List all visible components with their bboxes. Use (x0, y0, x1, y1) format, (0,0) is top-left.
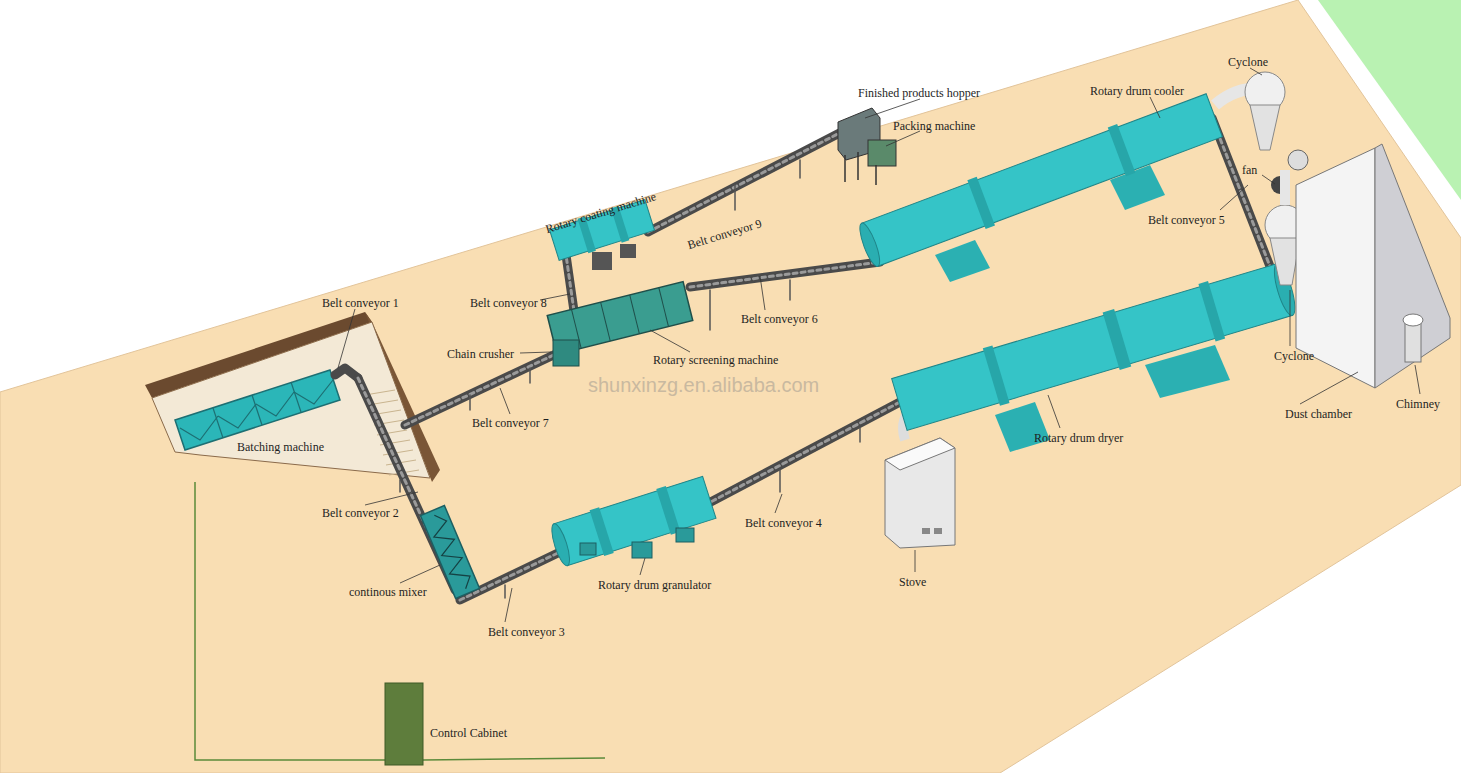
control-wire (195, 482, 386, 760)
part-label: Belt conveyor 7 (472, 416, 549, 430)
hopper-legs (845, 152, 876, 185)
hopper-dividers (180, 380, 333, 440)
part-label: Stove (899, 575, 926, 589)
part-label: Rotary drum cooler (1090, 84, 1184, 98)
part-label: Rotary drum dryer (1034, 431, 1123, 445)
part-label: continous mixer (349, 585, 427, 599)
granulator-drive (632, 542, 652, 558)
batching-hoppers (175, 370, 340, 450)
fan-housing (1288, 150, 1308, 170)
part-label: Packing machine (893, 119, 975, 133)
stove (885, 438, 955, 548)
part-label: Cyclone (1274, 349, 1314, 363)
dust-chamber-side (1375, 144, 1450, 388)
cyclone-cone (1250, 105, 1280, 150)
part-label: Rotary screening machine (653, 353, 778, 367)
granulator-support (580, 543, 596, 555)
rotary-drum-granulator (548, 474, 717, 569)
part-label: Chain crusher (447, 347, 514, 361)
rotary-drum-cooler (855, 91, 1223, 271)
control-cabinet (385, 683, 423, 765)
control-wire (423, 758, 605, 760)
part-label: Belt conveyor 1 (322, 296, 399, 310)
coating-support (620, 244, 636, 258)
cooler-support (935, 240, 990, 282)
part-label: Belt conveyor 6 (741, 312, 818, 326)
chimney-top (1403, 314, 1423, 326)
part-label: Belt conveyor 3 (488, 625, 565, 639)
granulator-support (676, 528, 694, 542)
chimney (1405, 322, 1421, 362)
packing-machine (868, 140, 896, 166)
part-label: fan (1242, 163, 1257, 177)
part-label: Belt conveyor 8 (470, 296, 547, 310)
part-label: Finished products hopper (858, 86, 980, 100)
watermark: shunxinzg.en.alibaba.com (588, 374, 819, 396)
part-label: Batching machine (237, 440, 324, 454)
leader-lines (338, 68, 1420, 622)
part-label: Belt conveyor 5 (1148, 213, 1225, 227)
coating-drive (592, 252, 612, 270)
part-label: Belt conveyor 4 (745, 516, 822, 530)
stove-top (885, 438, 955, 470)
stove-door (922, 528, 930, 534)
rotary-drum-dryer (891, 259, 1300, 433)
chain-crusher (553, 340, 579, 366)
part-label: Control Cabinet (430, 726, 507, 740)
duct (1280, 170, 1290, 205)
continuous-mixer (420, 505, 479, 598)
part-label: Cyclone (1228, 55, 1268, 69)
part-label: Belt conveyor 2 (322, 506, 399, 520)
part-label: Dust chamber (1285, 407, 1352, 421)
stove-door (934, 528, 942, 534)
part-label: Chimney (1396, 397, 1440, 411)
part-label: Rotary drum granulator (598, 578, 711, 592)
